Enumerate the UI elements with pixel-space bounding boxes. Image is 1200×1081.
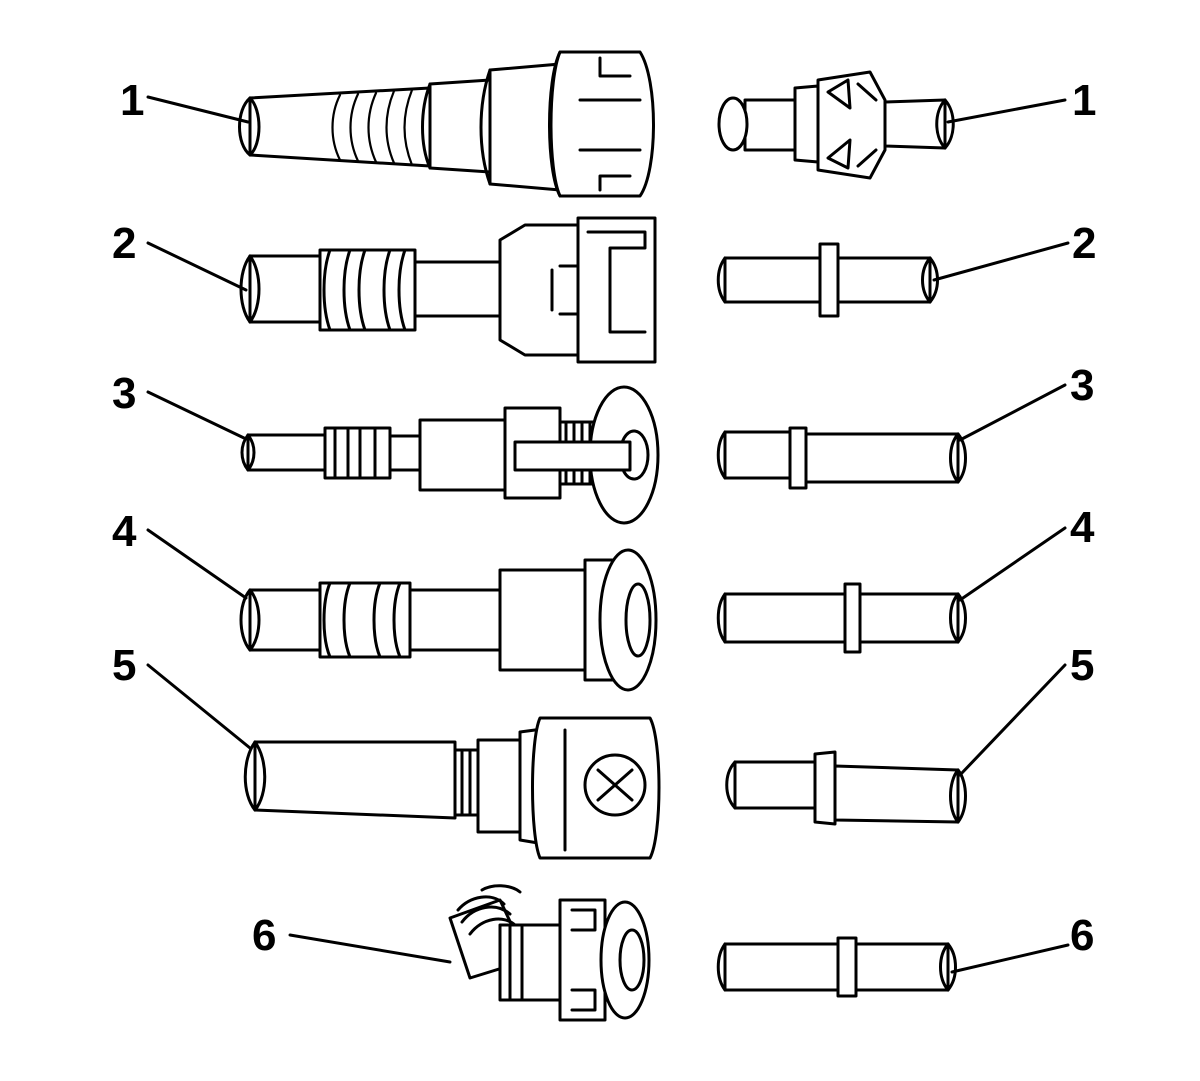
leader-left-4: [146, 528, 248, 600]
callout-right-2: 2: [1072, 219, 1096, 268]
connector-3-female: [240, 385, 660, 525]
connector-5-female: [243, 716, 661, 860]
connector-6-male-end: [716, 936, 957, 998]
connector-6-female: [448, 884, 651, 1022]
callout-left-5: 5: [112, 641, 136, 690]
leader-left-6: [288, 933, 452, 964]
callout-left-4: 4: [112, 507, 137, 556]
callout-right-3: 3: [1070, 361, 1094, 410]
connector-4-female: [239, 548, 658, 692]
leader-right-6: [950, 943, 1070, 974]
leader-left-3: [146, 390, 246, 440]
connector-2-male-end: [716, 242, 939, 318]
callout-right-4: 4: [1070, 503, 1095, 552]
leader-left-5: [146, 663, 252, 750]
callout-left-6: 6: [252, 911, 276, 960]
callout-labels-left: 1 2 3 4 5 6: [112, 76, 276, 960]
connector-3-male-end: [716, 426, 967, 490]
connector-1-male-end: [717, 70, 955, 180]
callout-labels-right: 1 2 3 4 5 6: [1070, 76, 1096, 960]
callout-right-5: 5: [1070, 641, 1094, 690]
callout-left-2: 2: [112, 219, 136, 268]
callout-right-6: 6: [1070, 911, 1094, 960]
callout-right-1: 1: [1072, 76, 1096, 125]
leader-lines: [146, 95, 1070, 974]
leader-right-1: [946, 98, 1067, 124]
leader-right-2: [932, 241, 1070, 282]
leader-left-2: [146, 241, 248, 292]
leader-left-1: [146, 95, 250, 124]
leader-right-4: [958, 526, 1067, 602]
leader-right-5: [958, 663, 1067, 777]
connector-1-female: [238, 50, 655, 198]
connector-4-male-end: [716, 582, 967, 654]
connector-5-male-end: [725, 750, 967, 826]
leader-right-3: [958, 383, 1067, 442]
connector-2-female: [239, 216, 657, 364]
callout-left-3: 3: [112, 369, 136, 418]
callout-left-1: 1: [120, 76, 144, 125]
